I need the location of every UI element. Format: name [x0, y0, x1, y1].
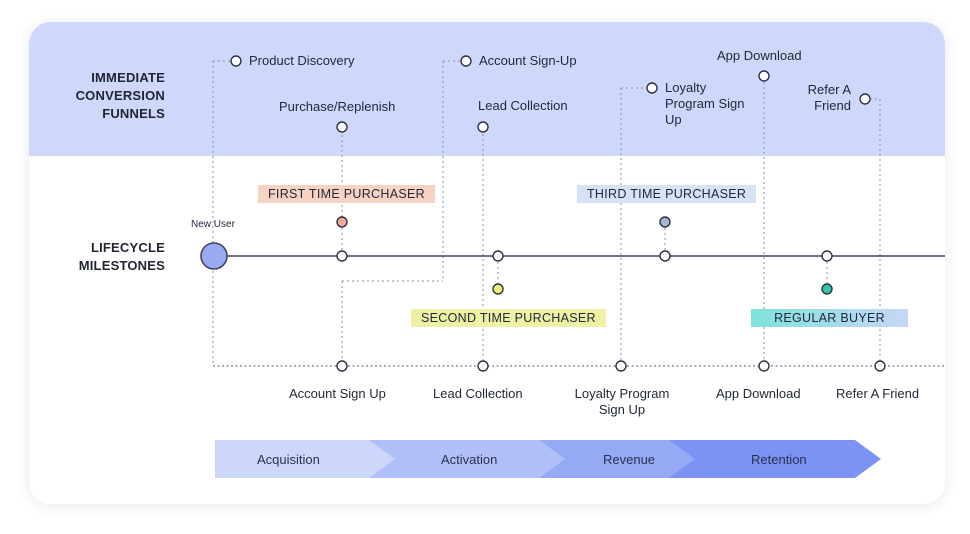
stage-arrow-acquisition [215, 440, 395, 478]
stage-arrow-retention [669, 440, 881, 478]
stage-label-revenue: Revenue [603, 452, 656, 467]
funnel-label-purchase: Purchase/Replenish [279, 99, 396, 114]
bottom-label-account-signup: Account Sign Up [289, 386, 386, 401]
tag-second-time-purchaser: SECOND TIME PURCHASER [411, 309, 606, 327]
milestone-node-3 [659, 250, 671, 262]
funnel-label-loyalty: Loyalty Program Sign Up [665, 80, 745, 127]
stage-label-retention: Retention [751, 452, 807, 467]
second-purchase-dot [492, 283, 504, 295]
funnel-label-lead-collection: Lead Collection [478, 98, 568, 113]
stage-arrows [215, 440, 881, 478]
tag-first-time-purchaser: FIRST TIME PURCHASER [258, 185, 435, 203]
funnel-dot-lead-collection [477, 121, 489, 133]
bottom-dot-app-download [758, 360, 770, 372]
lifecycle-diagram [200, 55, 945, 478]
tag-regular-buyer: REGULAR BUYER [751, 309, 908, 327]
third-purchase-dot [659, 216, 671, 228]
stage-arrow-activation [369, 440, 565, 478]
milestone-node-2 [492, 250, 504, 262]
funnel-dot-purchase [336, 121, 348, 133]
bottom-label-app-download: App Download [716, 386, 801, 401]
new-user-node [200, 242, 228, 270]
stage-label-activation: Activation [441, 452, 498, 467]
milestone-node-1 [336, 250, 348, 262]
funnel-label-refer: Refer A Friend [807, 82, 851, 113]
funnel-dot-app-download [758, 70, 770, 82]
milestone-node-4 [821, 250, 833, 262]
stage-label-acquisition: Acquisition [257, 452, 320, 467]
funnels-band [29, 22, 945, 156]
funnel-label-product-discovery: Product Discovery [249, 53, 355, 68]
milestones-section-label: LIFECYCLE MILESTONES [78, 240, 165, 273]
stage-arrow-revenue [539, 440, 695, 478]
new-user-label: New User [191, 219, 235, 230]
bottom-dot-refer [874, 360, 886, 372]
funnel-dot-loyalty [646, 82, 658, 94]
funnels-section-label: IMMEDIATE CONVERSION FUNNELS [75, 70, 165, 121]
bottom-dot-lead-collection [477, 360, 489, 372]
diagram-card: IMMEDIATE CONVERSION FUNNELS LIFECYCLE M… [29, 22, 945, 504]
funnel-dot-refer [859, 93, 871, 105]
bottom-dot-loyalty [615, 360, 627, 372]
regular-buyer-dot [821, 283, 833, 295]
bottom-dot-account-signup [336, 360, 348, 372]
bottom-label-loyalty: Loyalty Program Sign Up [574, 386, 670, 417]
funnel-label-account-signup: Account Sign-Up [479, 53, 577, 68]
funnel-dot-product-discovery [230, 55, 242, 67]
funnel-dot-account-signup [460, 55, 472, 67]
bottom-label-refer: Refer A Friend [836, 386, 920, 401]
tag-third-time-purchaser: THIRD TIME PURCHASER [577, 185, 757, 203]
bottom-label-lead-collection: Lead Collection [433, 386, 523, 401]
first-purchase-dot [336, 216, 348, 228]
funnel-label-app-download: App Download [717, 48, 802, 63]
